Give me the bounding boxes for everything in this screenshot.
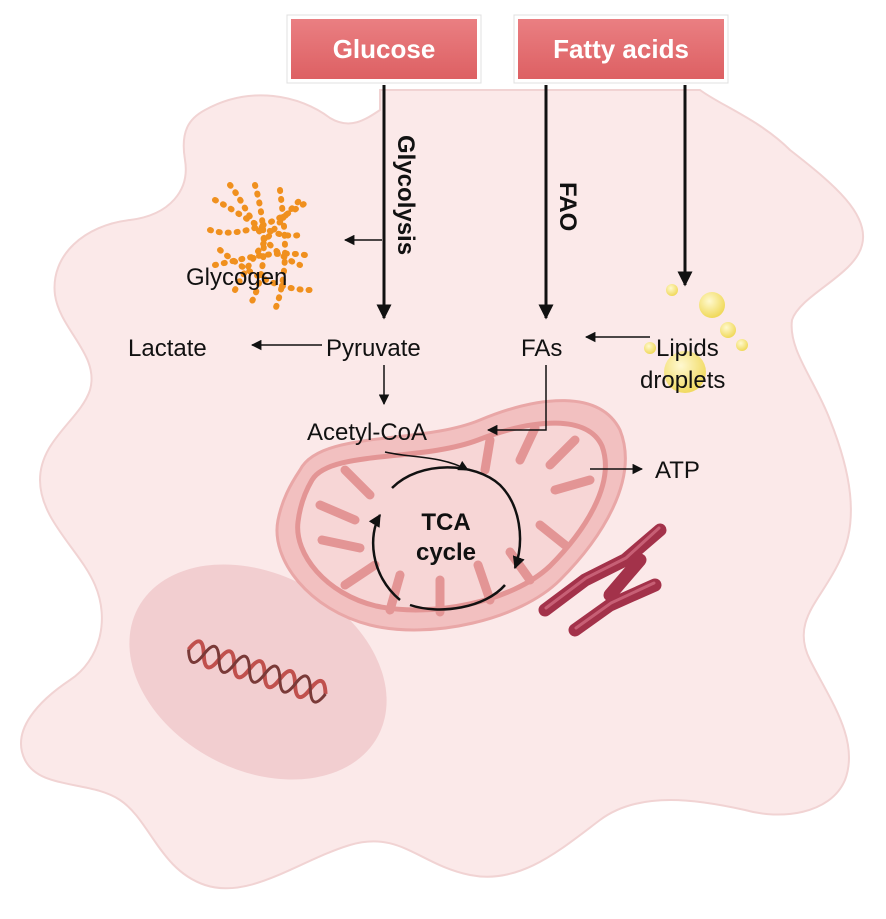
glucose-box: Glucose	[286, 14, 482, 84]
nucleus	[129, 564, 387, 780]
fas-label: FAs	[521, 335, 562, 362]
pyruvate-label: Pyruvate	[326, 335, 421, 362]
fatty-acids-label: Fatty acids	[553, 34, 689, 64]
atp-label: ATP	[655, 457, 700, 484]
fatty-acids-box: Fatty acids	[513, 14, 729, 84]
lipids-label-line1: Lipids	[656, 335, 719, 362]
glycolysis-label: Glycolysis	[392, 135, 419, 255]
tca-cycle-arrows	[368, 466, 525, 611]
fao-label: FAO	[554, 182, 581, 231]
glycogen-icon	[207, 182, 313, 313]
acetyl-coa-label: Acetyl-CoA	[307, 419, 427, 446]
tca-label-line1: TCA	[421, 509, 470, 536]
mitochondrion	[275, 399, 627, 632]
lipids-label-line2: droplets	[640, 367, 725, 394]
lipid-droplets-icon	[644, 284, 748, 393]
fas-to-acetyl-arrow	[486, 365, 547, 436]
glycogen-label: Glycogen	[186, 264, 287, 291]
acetyl-to-tca-arrow	[384, 451, 469, 471]
dna-helix-icon	[186, 639, 328, 704]
lactate-label: Lactate	[128, 335, 207, 362]
tca-label-line2: cycle	[416, 539, 476, 566]
glucose-label: Glucose	[333, 34, 436, 64]
